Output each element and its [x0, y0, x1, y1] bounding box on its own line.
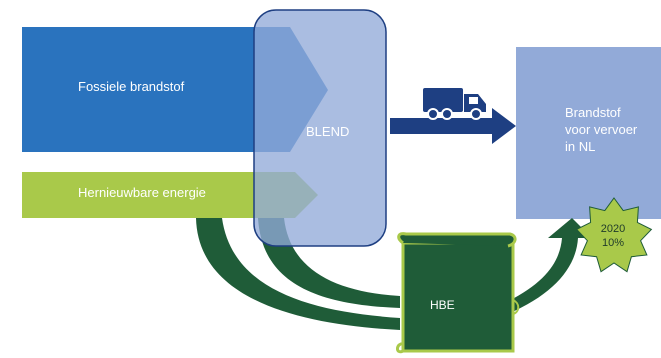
target-year: 2020	[600, 223, 626, 235]
renewable-energy-arrow	[22, 172, 318, 218]
scroll-icon	[396, 232, 520, 354]
transport-arrow	[390, 108, 516, 144]
destination-box	[516, 47, 661, 219]
fossil-fuel-label: Fossiele brandstof	[78, 79, 185, 94]
target-label: 2020 10%	[593, 222, 633, 250]
blend-box	[253, 9, 387, 247]
certificate-label: HBE	[430, 298, 455, 312]
blend-label: BLEND	[306, 124, 350, 139]
renewable-energy-label: Hernieuwbare energie	[78, 185, 206, 200]
truck-icon	[423, 88, 486, 120]
target-percent: 10%	[601, 237, 625, 249]
destination-label: Brandstof voor vervoer in NL	[565, 105, 638, 154]
fossil-fuel-arrow	[22, 27, 328, 152]
renewable-to-hbe-flow-outer	[196, 218, 400, 330]
star-burst-icon	[575, 197, 653, 273]
hbe-to-target-arrow	[498, 218, 592, 318]
